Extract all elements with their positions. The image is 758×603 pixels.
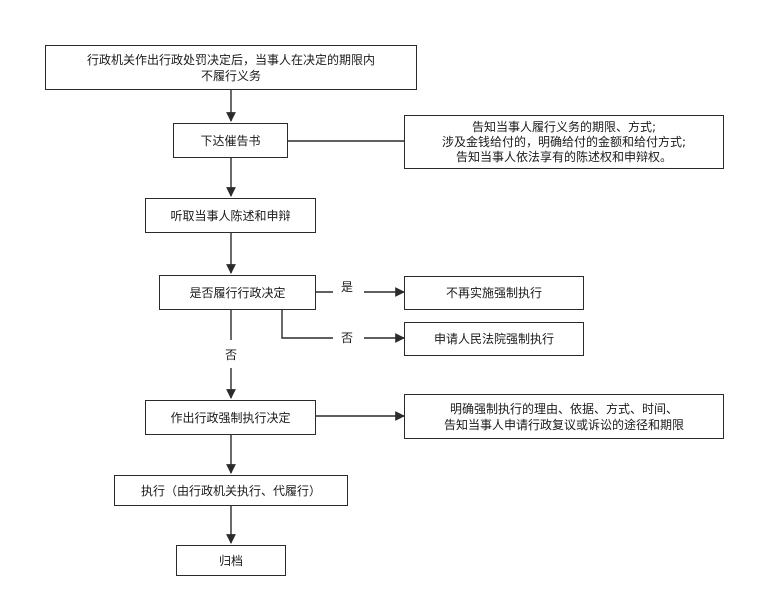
line-decision-to-no — [281, 310, 333, 339]
yes-label: 是 — [341, 280, 354, 294]
enforce-note-box: 明确强制执行的理由、依据、方式、时间、 告知当事人申请行政复议或诉讼的途径和期限 — [404, 394, 724, 439]
enforce-note-line-2: 告知当事人申请行政复议或诉讼的途径和期限 — [443, 417, 684, 432]
notice-note-box: 告知当事人履行义务的期限、方式; 涉及金钱给付的，明确给付的金额和给付方式; 告… — [404, 115, 724, 169]
enforce-decision-label: 作出行政强制执行决定 — [170, 410, 291, 425]
decision-question-box: 是否履行行政决定 — [159, 275, 316, 310]
enforce-decision-box: 作出行政强制执行决定 — [145, 400, 316, 435]
start-box: 行政机关作出行政处罚决定后，当事人在决定的期限内 不履行义务 — [45, 45, 417, 90]
archive-label: 归档 — [218, 553, 243, 568]
court-request-label: 申请人民法院强制执行 — [433, 332, 554, 346]
hearing-box: 听取当事人陈述和申辩 — [145, 198, 316, 233]
no-label-down: 否 — [225, 348, 238, 362]
no-label-right: 否 — [341, 331, 354, 345]
start-line-2: 不履行义务 — [200, 68, 261, 83]
notice-note-line-1: 告知当事人履行义务的期限、方式; — [471, 119, 657, 134]
hearing-label: 听取当事人陈述和申辩 — [170, 208, 291, 223]
execute-box: 执行（由行政机关执行、代履行） — [114, 475, 348, 506]
notice-label: 下达催告书 — [200, 133, 261, 148]
yes-result-label: 不再实施强制执行 — [445, 286, 542, 300]
notice-note-line-3: 告知当事人依法享有的陈述权和申辩权。 — [455, 149, 672, 164]
yes-result-box: 不再实施强制执行 — [404, 276, 584, 310]
notice-note-line-2: 涉及金钱给付的，明确给付的金额和给付方式; — [441, 134, 687, 149]
decision-question-label: 是否履行行政决定 — [189, 285, 286, 300]
court-request-box: 申请人民法院强制执行 — [404, 322, 584, 356]
enforce-note-line-1: 明确强制执行的理由、依据、方式、时间、 — [449, 401, 678, 416]
execute-label: 执行（由行政机关执行、代履行） — [140, 483, 321, 498]
archive-box: 归档 — [176, 545, 286, 576]
notice-box: 下达催告书 — [173, 123, 288, 158]
start-line-1: 行政机关作出行政处罚决定后，当事人在决定的期限内 — [86, 52, 375, 67]
